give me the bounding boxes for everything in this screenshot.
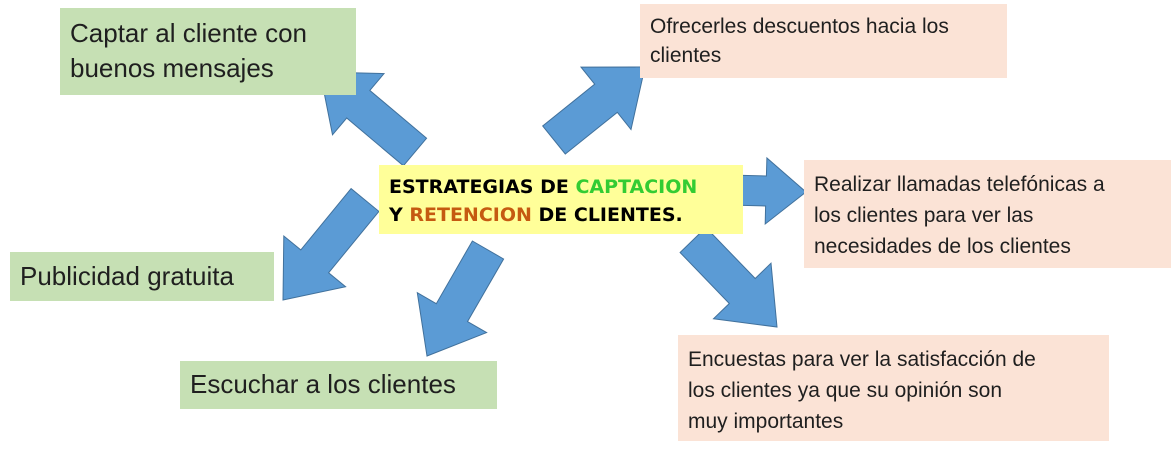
arrow-to-descuentos [541, 66, 646, 155]
center-title-line1: ESTRATEGIAS DE CAPTACION [389, 176, 698, 198]
node-encuestas: Encuestas para ver la satisfacción de lo… [678, 335, 1109, 441]
center-title: ESTRATEGIAS DE CAPTACION Y RETENCION DE … [379, 165, 743, 234]
node-escuchar: Escuchar a los clientes [180, 361, 497, 409]
retencion-word: RETENCION [409, 204, 532, 226]
node-publicidad: Publicidad gratuita [10, 252, 274, 301]
node-llamadas: Realizar llamadas telefónicas a los clie… [804, 160, 1171, 268]
arrow-to-escuchar [416, 240, 505, 357]
node-captar: Captar al cliente con buenos mensajes [60, 8, 356, 95]
captacion-word: CAPTACION [575, 176, 698, 198]
node-descuentos: Ofrecerles descuentos hacia los clientes [640, 4, 1007, 78]
arrow-to-encuestas [679, 226, 778, 328]
arrow-to-captar [319, 71, 428, 167]
center-title-line2: Y RETENCION DE CLIENTES. [389, 204, 683, 226]
arrow-to-publicidad [282, 187, 380, 301]
